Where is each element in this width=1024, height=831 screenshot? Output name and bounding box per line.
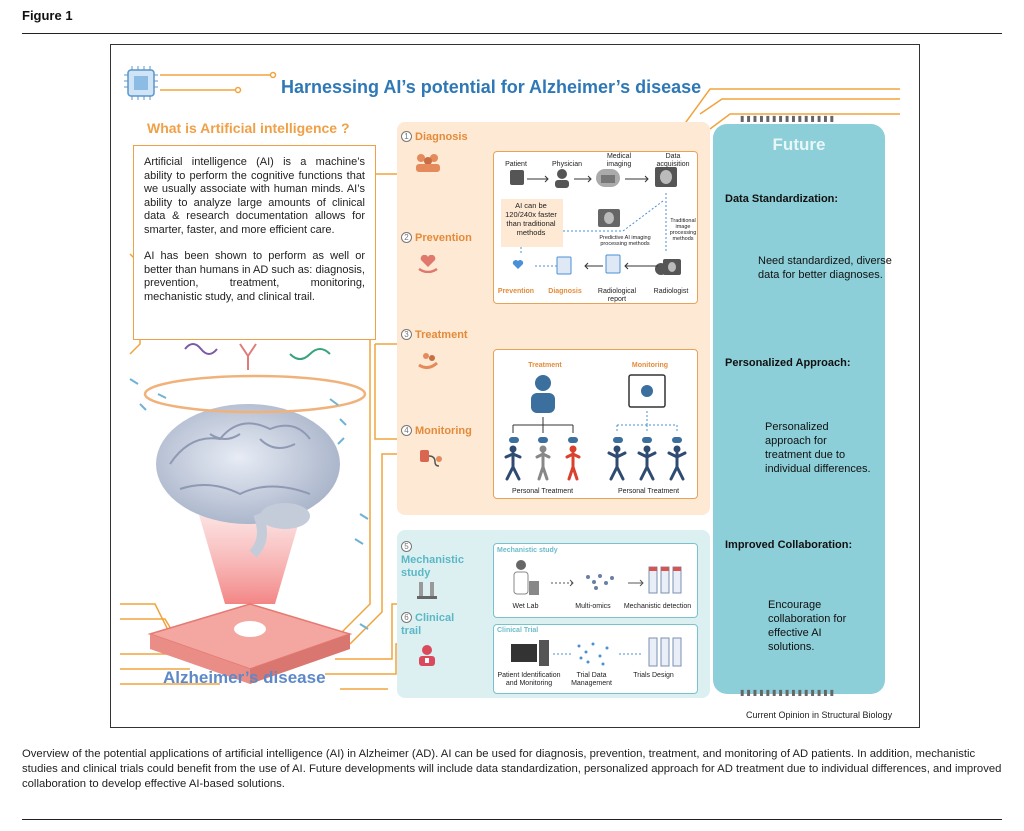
label-trial-data-management: Trial Data Management: [571, 672, 612, 687]
label-personal-treatment-1: Personal Treatment: [511, 488, 574, 495]
heart-hand-icon: [418, 255, 438, 273]
section-mechanistic-study: 5Mechanistic study: [401, 541, 464, 579]
brain-icon: [156, 404, 340, 558]
figure-caption: Overview of the potential applications o…: [22, 748, 1002, 790]
bottom-rule: [22, 819, 1002, 820]
flow-patient: Patient: [505, 161, 527, 168]
label-personal-treatment-2: Personal Treatment: [617, 488, 680, 495]
future-title: Future: [772, 135, 826, 154]
ai-definition-para1: Artificial intelligence (AI) is a machin…: [144, 156, 365, 236]
flow-prevention: Prevention: [497, 288, 535, 295]
figure-title: Harnessing AI’s potential for Alzheimer’…: [281, 77, 702, 97]
future-heading-improved-collaboration: Improved Collaboration:: [725, 539, 853, 551]
label-wet-lab: Wet Lab: [512, 603, 539, 610]
molecule-icons: [129, 343, 369, 630]
journal-credit: Current Opinion in Structural Biology: [746, 710, 893, 720]
flow-diagnosis: Diagnosis: [548, 288, 582, 295]
flow-physician: Physician: [552, 161, 582, 168]
figure-label: Figure 1: [22, 8, 73, 23]
future-top-pins: ▮▮▮▮▮▮▮▮▮▮▮▮▮▮▮: [740, 114, 837, 123]
future-text-improved-collaboration: Encourage collaboration for effective AI…: [768, 599, 847, 653]
label-mechanistic-detection: Mechanistic detection: [623, 603, 692, 610]
future-text-data-standardization: Need standardized, diverse data for bett…: [758, 255, 892, 281]
halo-ring: [143, 374, 367, 414]
flow-ai-note: AI can be 120/240x faster than tradition…: [505, 201, 557, 237]
ai-definition-para2: AI has been shown to perform as well or …: [144, 250, 365, 303]
flow-medical-imaging: Medical imaging: [606, 153, 632, 168]
future-heading-data-standardization: Data Standardization:: [725, 193, 839, 205]
clinical-trial-art: [511, 637, 682, 667]
mechanistic-study-art: [513, 560, 682, 595]
label-multi-omics: Multi-omics: [575, 603, 611, 610]
blood-pressure-icon: [420, 450, 442, 467]
chip-base-icon: [147, 603, 353, 684]
future-text-personalized-approach: Personalized approach for treatment due …: [765, 421, 871, 475]
treatment-monitoring-art: [504, 374, 687, 481]
label-treatment: Treatment: [528, 362, 562, 369]
ai-question-heading: What is Artificial intelligence ?: [147, 120, 350, 136]
label-monitoring: Monitoring: [631, 362, 669, 369]
diagnosis-flow-art: [501, 167, 681, 275]
ai-definition-box: Artificial intelligence (AI) is a machin…: [133, 145, 376, 340]
flow-data-acquisition: Data acquisition: [656, 153, 690, 168]
pill-hand-icon: [418, 353, 438, 370]
figure-artwork: [120, 66, 900, 690]
mechanistic-study-title: Mechanistic study: [497, 547, 558, 554]
future-bottom-pins: ▮▮▮▮▮▮▮▮▮▮▮▮▮▮▮: [740, 688, 837, 697]
alzheimers-label: Alzheimer’s disease: [163, 668, 326, 687]
flow-radiologist: Radiologist: [653, 288, 689, 295]
doctors-icon: [416, 154, 440, 172]
flow-traditional: Traditional image processing methods: [669, 218, 697, 242]
label-trials-design: Trials Design: [633, 672, 674, 679]
future-panel: [713, 124, 885, 694]
label-patient-identification: Patient Identification and Monitoring: [497, 672, 561, 687]
treatment-monitoring-box: [493, 349, 698, 499]
future-heading-personalized-approach: Personalized Approach:: [725, 357, 851, 369]
lab-tube-icon: [417, 582, 437, 599]
chip-icon: [124, 66, 158, 100]
flow-predictive: Predictive AI imaging processing methods: [599, 235, 651, 247]
nurse-icon: [419, 645, 435, 666]
top-rule: [22, 33, 1002, 34]
flow-radiological-report: Radiological report: [597, 288, 637, 303]
clinical-trial-title: Clinical Trial: [497, 627, 539, 634]
